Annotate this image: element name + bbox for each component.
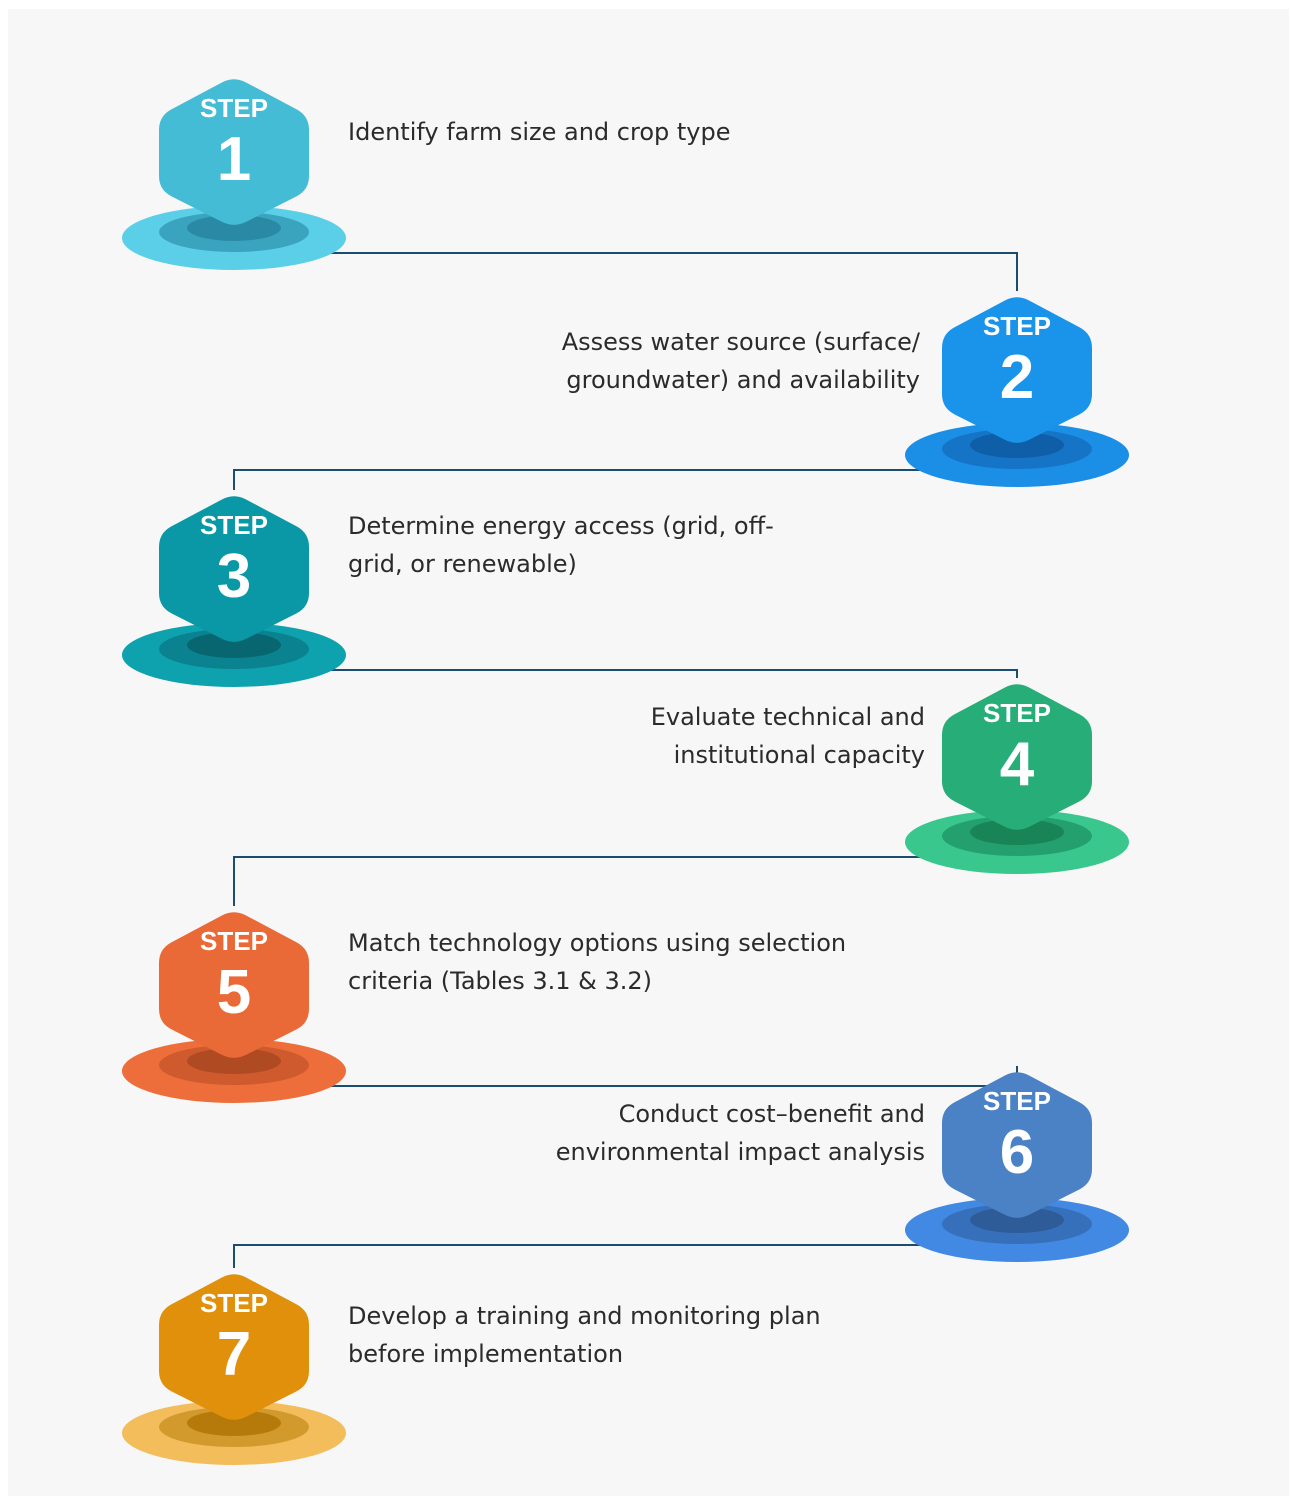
connector-2-3 (233, 469, 1017, 490)
step-hexagon (942, 297, 1092, 443)
description-line: Match technology options using selection (348, 929, 847, 957)
description-line: before implementation (348, 1340, 624, 1368)
description-line: Assess water source (surface/ (561, 328, 920, 356)
step-hexagon (159, 912, 309, 1058)
step-number: 4 (1000, 730, 1035, 799)
step-number: 2 (1000, 343, 1034, 412)
description-line: Determine energy access (grid, off- (348, 512, 774, 540)
connector-4-5 (233, 856, 1017, 906)
base-ring-center (187, 1410, 281, 1436)
description-line: Conduct cost–benefit and (618, 1100, 925, 1128)
step-label: STEP (983, 311, 1051, 341)
description-line: institutional capacity (673, 741, 925, 769)
step-hexagon (159, 496, 309, 642)
base-ring-center (187, 215, 281, 241)
base-ring-center (187, 632, 281, 658)
step-2-description: Assess water source (surface/groundwater… (562, 323, 920, 399)
step-label: STEP (983, 1086, 1051, 1116)
description-line: Identify farm size and crop type (348, 118, 731, 146)
step-hexagon (942, 1072, 1092, 1218)
step-6-description: Conduct cost–benefit and environmental im… (556, 1095, 925, 1171)
step-4-description: Evaluate technical and institutional capa… (651, 698, 925, 774)
step-hexagon (159, 1274, 309, 1420)
step-1-description: Identify farm size and crop type (348, 113, 730, 151)
step-number: 1 (217, 125, 251, 194)
description-line: grid, or renewable) (348, 550, 577, 578)
base-ring-center (970, 432, 1064, 458)
step-5-description: Match technology options using selection… (348, 924, 846, 1000)
step-3-description: Determine energy access (grid, off-grid,… (348, 507, 774, 583)
base-ring-center (970, 819, 1064, 845)
step-label: STEP (983, 698, 1051, 728)
description-line: Develop a training and monitoring plan (348, 1302, 821, 1330)
step-number: 6 (1000, 1118, 1034, 1187)
connector-1-2 (234, 252, 1018, 291)
step-number: 7 (217, 1320, 251, 1389)
step-number: 5 (217, 958, 251, 1027)
step-label: STEP (200, 926, 268, 956)
description-line: Evaluate technical and (650, 703, 925, 731)
base-ring-center (970, 1207, 1064, 1233)
description-line: groundwater) and availability (566, 366, 920, 394)
step-7-description: Develop a training and monitoring plan be… (348, 1297, 821, 1373)
description-line: environmental impact analysis (555, 1138, 925, 1166)
connector-3-4 (234, 669, 1018, 678)
step-hexagon (942, 684, 1092, 830)
description-line: criteria (Tables 3.1 & 3.2) (348, 967, 653, 995)
connector-5-6 (234, 1066, 1018, 1087)
step-label: STEP (200, 510, 268, 540)
base-ring-center (187, 1048, 281, 1074)
step-label: STEP (200, 1288, 268, 1318)
step-number: 3 (217, 542, 251, 611)
connector-lines (233, 252, 1018, 1268)
connector-6-7 (233, 1244, 1017, 1268)
step-hexagon (159, 79, 309, 225)
step-label: STEP (200, 93, 268, 123)
